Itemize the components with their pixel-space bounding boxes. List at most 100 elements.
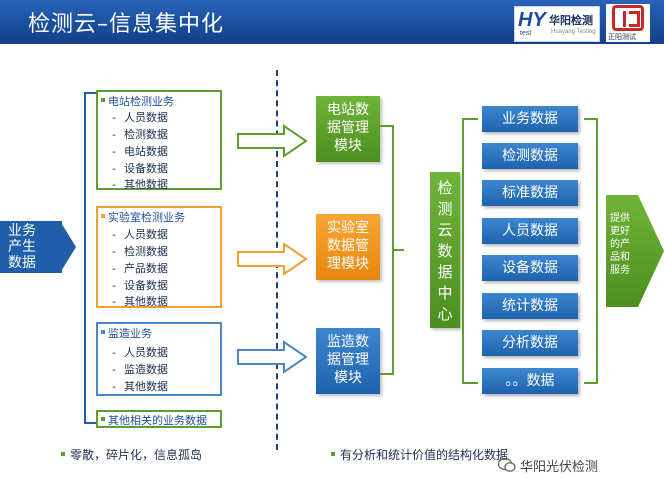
item-text: 检测数据 bbox=[124, 245, 168, 258]
item-text: 设备数据 bbox=[124, 279, 168, 292]
category-item: -其他数据 bbox=[112, 176, 168, 192]
category-item: -检测数据 bbox=[112, 243, 168, 259]
dash-marker: - bbox=[112, 346, 116, 359]
data-item: 检测数据 bbox=[482, 143, 578, 169]
category-item: -人员数据 bbox=[112, 344, 168, 360]
item-text: 检测数据 bbox=[124, 128, 168, 141]
logo-cn-text: 华阳检测 bbox=[549, 14, 593, 27]
dash-marker: - bbox=[112, 162, 116, 175]
module-line: 模块 bbox=[334, 370, 362, 386]
data-item: 统计数据 bbox=[482, 293, 578, 319]
left-bracket bbox=[84, 92, 96, 424]
zhengyang-logo: 正阳测试 bbox=[606, 4, 650, 42]
dash-marker: - bbox=[112, 279, 116, 292]
logo-mark: HY bbox=[518, 9, 546, 31]
category-item: -其他数据 bbox=[112, 293, 168, 309]
module-line: 数据管 bbox=[327, 238, 369, 254]
final-text: 提供 更好 的产 品和 服务 bbox=[610, 212, 644, 277]
item-text: 其他数据 bbox=[124, 380, 168, 393]
module-line: 实验室 bbox=[327, 220, 369, 236]
category-item: -电站数据 bbox=[112, 143, 168, 159]
source-arrow-icon bbox=[60, 221, 76, 273]
final-arrow-icon bbox=[606, 195, 664, 307]
item-text: 电站数据 bbox=[124, 145, 168, 158]
category-box-station: 电站检测业务 -人员数据 -检测数据 -电站数据 -设备数据 -其他数据 bbox=[96, 90, 222, 192]
data-item: 设备数据 bbox=[482, 255, 578, 281]
logo-sub: test bbox=[520, 30, 532, 37]
category-item: -其他数据 bbox=[112, 378, 168, 394]
module-line: 理模块 bbox=[327, 256, 369, 272]
final-line: 品和 bbox=[610, 252, 630, 263]
category-item: -检测数据 bbox=[112, 126, 168, 142]
hollow-arrow-icon bbox=[237, 124, 308, 158]
data-item: 人员数据 bbox=[482, 218, 578, 244]
source-line: 数据 bbox=[8, 255, 36, 271]
dash-marker: - bbox=[112, 380, 116, 393]
module-line: 监造数 bbox=[327, 334, 369, 350]
module-line: 模块 bbox=[334, 138, 362, 154]
module-supervision: 监造数 据管理 模块 bbox=[316, 328, 380, 394]
zhengyang-mark-icon bbox=[612, 5, 644, 31]
dash-marker: - bbox=[112, 262, 116, 275]
category-item: -产品数据 bbox=[112, 260, 168, 276]
huayang-logo: HY test 华阳检测 Huayang Testing bbox=[514, 6, 600, 42]
final-line: 更好 bbox=[610, 226, 630, 237]
module-line: 据管理 bbox=[327, 352, 369, 368]
footer-left-note: 零散，碎片化，信息孤岛 bbox=[60, 448, 203, 462]
hollow-arrow-icon bbox=[237, 340, 308, 374]
hollow-arrow-icon bbox=[237, 242, 308, 276]
final-line: 服务 bbox=[610, 265, 630, 276]
zhengyang-logo-text: 正阳测试 bbox=[608, 33, 636, 41]
center-char: 中 bbox=[437, 284, 453, 302]
logo-en-text: Huayang Testing bbox=[551, 29, 596, 35]
center-char: 据 bbox=[437, 263, 453, 281]
category-title: 其他相关的业务数据 bbox=[101, 414, 207, 427]
category-item: -设备数据 bbox=[112, 160, 168, 176]
source-line: 产生 bbox=[8, 239, 36, 255]
dash-marker: - bbox=[112, 295, 116, 308]
center-char: 心 bbox=[437, 305, 453, 323]
page-title: 检测云–信息集中化 bbox=[28, 12, 225, 37]
category-box-other: 其他相关的业务数据 bbox=[96, 410, 222, 428]
center-char: 数 bbox=[437, 242, 453, 260]
item-text: 产品数据 bbox=[124, 262, 168, 275]
item-text: 人员数据 bbox=[124, 228, 168, 241]
center-char: 测 bbox=[437, 200, 453, 218]
category-box-supervision: 监造业务 -人员数据 -监造数据 -其他数据 bbox=[96, 322, 222, 396]
data-bracket-left bbox=[462, 118, 478, 384]
category-item: -监造数据 bbox=[112, 361, 168, 377]
center-char: 检 bbox=[437, 179, 453, 197]
item-text: 人员数据 bbox=[124, 346, 168, 359]
item-text: 其他数据 bbox=[124, 178, 168, 191]
source-box: 业务 产生 数据 bbox=[0, 221, 62, 273]
footer-right-note: 有分析和统计价值的结构化数据 bbox=[330, 448, 509, 462]
module-lab: 实验室 数据管 理模块 bbox=[316, 214, 380, 280]
cloud-data-center: 检 测 云 数 据 中 心 bbox=[430, 172, 460, 328]
category-item: -人员数据 bbox=[112, 226, 168, 242]
data-item: 业务数据 bbox=[482, 106, 578, 132]
wechat-icon bbox=[498, 457, 516, 472]
item-text: 人员数据 bbox=[124, 111, 168, 124]
module-line: 电站数 bbox=[327, 102, 369, 118]
bracket-tick bbox=[392, 249, 404, 251]
module-station: 电站数 据管理 模块 bbox=[316, 96, 380, 162]
dash-marker: - bbox=[112, 128, 116, 141]
dash-marker: - bbox=[112, 363, 116, 376]
dash-marker: - bbox=[112, 145, 116, 158]
dash-marker: - bbox=[112, 228, 116, 241]
final-line: 提供 bbox=[610, 213, 630, 224]
category-title: 电站检测业务 bbox=[101, 95, 174, 108]
category-title: 监造业务 bbox=[101, 327, 152, 340]
item-text: 监造数据 bbox=[124, 363, 168, 376]
data-bracket-right bbox=[584, 118, 598, 384]
category-box-lab: 实验室检测业务 -人员数据 -检测数据 -产品数据 -设备数据 -其他数据 bbox=[96, 206, 222, 308]
data-item: 分析数据 bbox=[482, 330, 578, 356]
item-text: 其他数据 bbox=[124, 295, 168, 308]
dash-marker: - bbox=[112, 245, 116, 258]
dash-marker: - bbox=[112, 111, 116, 124]
header-bar: 检测云–信息集中化 HY test 华阳检测 Huayang Testing 正… bbox=[0, 0, 664, 44]
category-title: 实验室检测业务 bbox=[101, 211, 185, 224]
watermark-text: 华阳光伏检测 bbox=[520, 460, 599, 475]
center-char: 云 bbox=[437, 221, 453, 239]
data-item: 标准数据 bbox=[482, 180, 578, 206]
